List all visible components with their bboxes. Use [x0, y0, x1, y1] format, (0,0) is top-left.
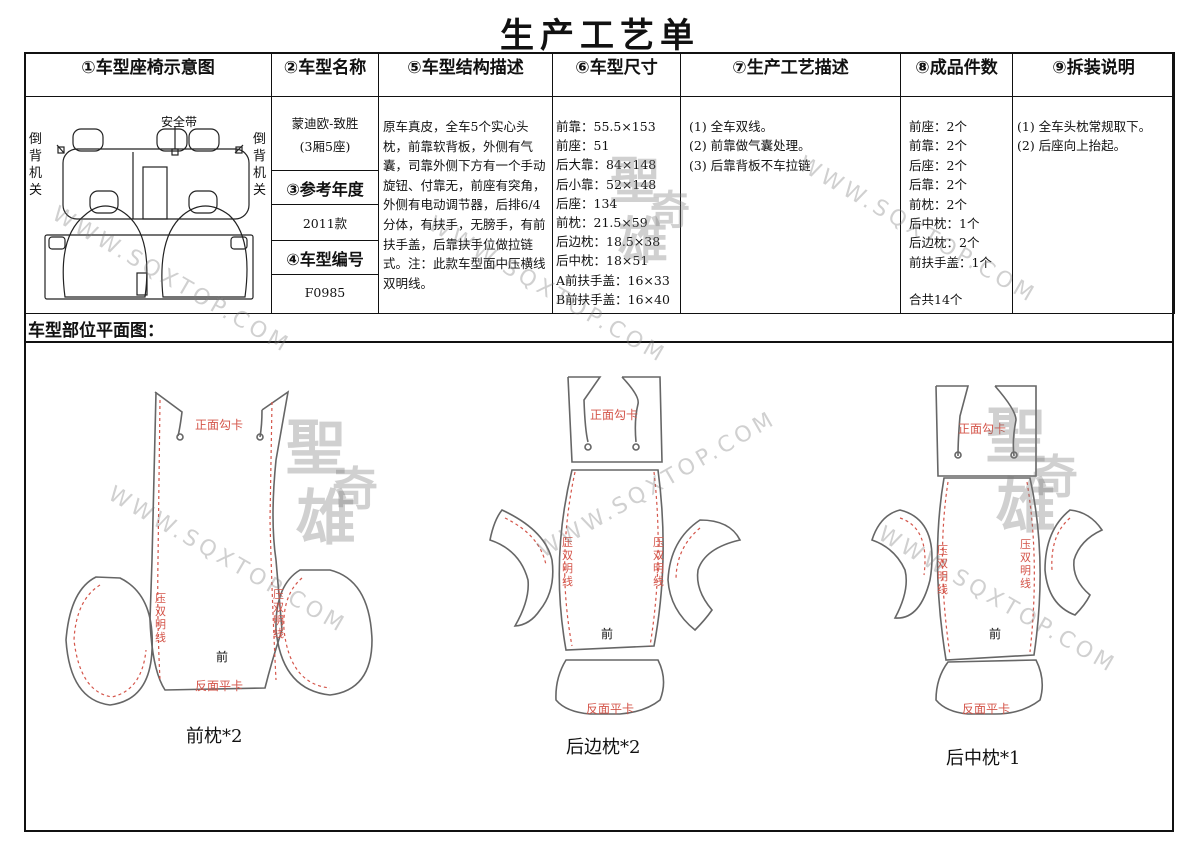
- section-divider: [24, 341, 1174, 343]
- left-char: 倒: [29, 132, 43, 147]
- structure-text: 原车真皮，全车5个实心头枕，前靠软背板，外侧有气囊，司靠外侧下方有一个手动旋钮、…: [383, 119, 546, 291]
- size-item: 后小靠：52×148: [556, 176, 657, 192]
- stitch-label-6: 压双明线: [1020, 538, 1031, 590]
- process-item: (2) 前靠做气囊处理。: [689, 138, 811, 154]
- front-headrest-pattern: [65, 390, 373, 706]
- watermark-logo-char: 奇: [650, 187, 690, 234]
- left-recline-label: 倒 背 机 关: [29, 131, 43, 199]
- stitch-label-1: 压双明线: [155, 592, 166, 644]
- flat-label-2: 反面平卡: [586, 702, 635, 716]
- header-install: ⑨拆装说明: [1012, 52, 1175, 97]
- spec-table: ①车型座椅示意图 ②车型名称 ⑤车型结构描述 ⑥车型尺寸 ⑦生产工艺描述 ⑧成品…: [24, 52, 1175, 314]
- right-recline-label: 倒 背 机 关: [253, 131, 267, 199]
- size-item: 前枕：21.5×59: [556, 215, 648, 231]
- hook-label-1: 正面勾卡: [195, 418, 244, 432]
- header-structure: ⑤车型结构描述: [378, 52, 553, 97]
- flat-label-3: 反面平卡: [962, 702, 1011, 716]
- header-count: ⑧成品件数: [900, 52, 1013, 97]
- count-total: 合共14个: [909, 292, 963, 308]
- seat-diagram-cell: 倒 背 机 关 倒 背 机 关 安全带: [24, 96, 272, 314]
- car-name: 蒙迪欧-致胜: [291, 115, 359, 131]
- flat-label-1: 反面平卡: [195, 679, 244, 693]
- watermark-logo-char: 雄: [996, 472, 1056, 542]
- year-label: ③参考年度: [272, 171, 378, 205]
- process-item: (1) 全车双线。: [689, 119, 774, 134]
- size-cell: 前靠：55.5×153 前座：51 后大靠：84×148 后小靠：52×148 …: [552, 96, 681, 314]
- section-label: 车型部位平面图：: [28, 321, 164, 341]
- right-char: 机: [253, 166, 267, 181]
- count-item: 前靠：2个: [909, 138, 967, 154]
- car-info-cell: 蒙迪欧-致胜 (3厢5座) ③参考年度 2011款 ④车型编号 F0985: [271, 96, 379, 314]
- count-cell: 前座：2个 前靠：2个 后座：2个 后靠：2个 前枕：2个 后中枕：1个 后边枕…: [900, 96, 1013, 314]
- caption-rear-center-headrest: 后中枕*1: [946, 748, 1021, 769]
- size-item: 后座：134: [556, 195, 618, 211]
- front-mark-3: 前: [989, 627, 1002, 641]
- process-item: (3) 后靠背板不车拉链: [689, 157, 811, 173]
- structure-cell: 原车真皮，全车5个实心头枕，前靠软背板，外侧有气囊，司靠外侧下方有一个手动旋钮、…: [378, 96, 553, 314]
- size-item: 后边枕：18.5×38: [556, 234, 661, 250]
- size-item: 前座：51: [556, 138, 610, 154]
- watermark-logo-char: 雄: [296, 484, 356, 554]
- count-item: 后座：2个: [909, 157, 967, 173]
- front-mark-1: 前: [216, 650, 229, 664]
- watermark-logo-char: 聖: [610, 151, 660, 210]
- caption-rear-side-headrest: 后边枕*2: [566, 737, 641, 758]
- size-item: A前扶手盖：16×33: [556, 272, 670, 288]
- caption-front-headrest: 前枕*2: [186, 726, 243, 747]
- rear-side-headrest-pattern: [489, 376, 742, 715]
- rear-center-headrest-pattern: [871, 385, 1104, 715]
- code-label: ④车型编号: [272, 241, 378, 275]
- count-item: 前扶手盖：1个: [909, 254, 992, 270]
- install-item: (2) 后座向上抬起。: [1017, 138, 1127, 154]
- watermark-logo-char: 雄: [618, 211, 668, 270]
- count-item: 后中枕：1个: [909, 216, 980, 232]
- size-item: 后中枕：18×51: [556, 253, 649, 269]
- watermark-logo-char: 聖: [286, 414, 346, 484]
- count-item: 前座：2个: [909, 119, 967, 134]
- right-char: 背: [253, 149, 267, 164]
- size-item: B前扶手盖：16×40: [556, 291, 670, 307]
- count-item: 前枕：2个: [909, 196, 967, 212]
- install-item: (1) 全车头枕常规取下。: [1017, 119, 1152, 134]
- left-char: 背: [29, 149, 43, 164]
- left-char: 关: [29, 183, 43, 198]
- process-cell: (1) 全车双线。 (2) 前靠做气囊处理。 (3) 后靠背板不车拉链: [680, 96, 901, 314]
- code-value: F0985: [304, 284, 346, 300]
- right-char: 关: [253, 183, 267, 198]
- stitch-label-2: 压双明线: [273, 588, 284, 640]
- size-item: 前靠：55.5×153: [556, 119, 656, 134]
- install-cell: (1) 全车头枕常规取下。 (2) 后座向上抬起。: [1012, 96, 1175, 314]
- hook-label-2: 正面勾卡: [590, 408, 639, 422]
- size-item: 后大靠：84×148: [556, 157, 657, 173]
- front-mark-2: 前: [601, 627, 614, 641]
- stitch-label-3: 压双明线: [562, 536, 573, 588]
- hook-label-3: 正面勾卡: [958, 422, 1007, 436]
- right-char: 倒: [253, 132, 267, 147]
- car-seats: (3厢5座): [299, 138, 351, 154]
- body-row: 倒 背 机 关 倒 背 机 关 安全带 蒙迪欧-致胜 (3厢5座) ③参考年度 …: [24, 96, 1175, 314]
- stitch-label-4: 压双明线: [653, 536, 664, 588]
- header-process: ⑦生产工艺描述: [680, 52, 901, 97]
- left-char: 机: [29, 166, 43, 181]
- watermark-logo-char: 奇: [332, 462, 378, 516]
- count-item: 后靠：2个: [909, 177, 967, 193]
- count-item: 后边枕：2个: [909, 235, 980, 251]
- year-value: 2011款: [272, 205, 378, 241]
- seat-layout-diagram: [44, 127, 254, 300]
- watermark-logo-char: 奇: [1032, 450, 1078, 504]
- car-name-block: 蒙迪欧-致胜 (3厢5座): [272, 97, 378, 171]
- stitch-label-5: 压双明线: [937, 544, 948, 596]
- seatbelt-label: 安全带: [161, 115, 198, 129]
- page-title: 生产工艺单: [500, 16, 700, 56]
- watermark-logo-char: 聖: [986, 402, 1046, 472]
